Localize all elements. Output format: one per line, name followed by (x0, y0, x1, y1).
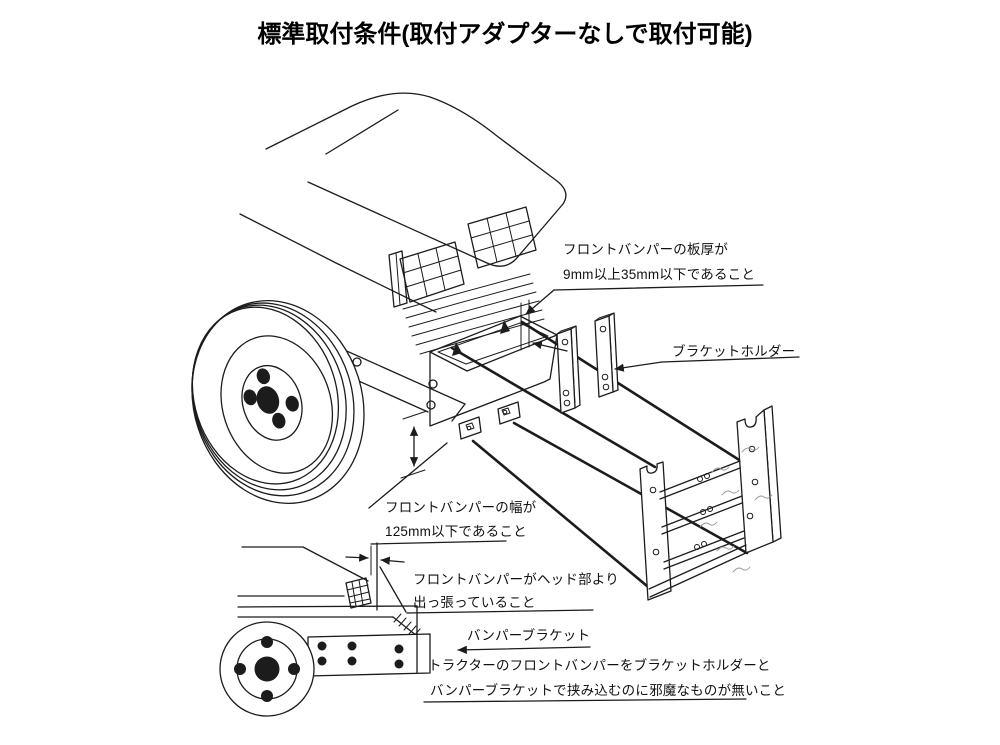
label-plate-thickness-1: フロントバンパーの板厚が (563, 242, 728, 257)
label-bracket-holder: ブラケットホルダー (672, 343, 795, 359)
diagram-linework (191, 92, 800, 717)
label-leaders (406, 356, 800, 703)
page-title: 標準取付条件(取付アダプターなしで取付可能) (257, 20, 752, 48)
bumper-bracket-arrow (457, 645, 591, 654)
front-wheel (191, 300, 365, 504)
front-bumper (429, 315, 558, 440)
side-bumper-plate (237, 605, 418, 618)
side-bumper-bracket (307, 633, 431, 677)
bracket-bolt-dots (317, 641, 404, 669)
side-hood-profile (241, 546, 369, 582)
hood-louvers (402, 273, 545, 355)
mount-bracket-assembly (639, 405, 782, 601)
side-view (219, 542, 431, 717)
label-bumper-bracket: バンパーブラケット (467, 627, 590, 643)
label-clearance-1: トラクターのフロントバンパーをブラケットホルダーと (428, 657, 771, 673)
faint-handwriting-marks (699, 446, 773, 573)
side-front-wheel (219, 621, 315, 717)
label-plate-thickness-2: 9mm以上35mm以下であること (563, 267, 755, 282)
label-bumper-width-1: フロントバンパーの幅が (385, 500, 537, 515)
tractor-hood (239, 92, 567, 313)
wheel-lug-holes (243, 368, 299, 429)
label-clearance-2: バンパーブラケットで挟み込むのに邪魔なものが無いこと (430, 682, 786, 698)
clamping-projection-lines (450, 320, 768, 593)
dimension-bumper-width (368, 410, 507, 545)
tractor-grille (388, 206, 545, 355)
label-protrusion-1: フロントバンパーがヘッド部より (413, 572, 619, 587)
side-grille-block (345, 577, 372, 609)
dimension-plate-thickness (520, 284, 764, 352)
label-protrusion-2: 出っ張っていること (413, 595, 536, 610)
clamp-direction-arrows (452, 320, 510, 356)
label-bumper-width-2: 125mm以下であること (385, 524, 527, 539)
